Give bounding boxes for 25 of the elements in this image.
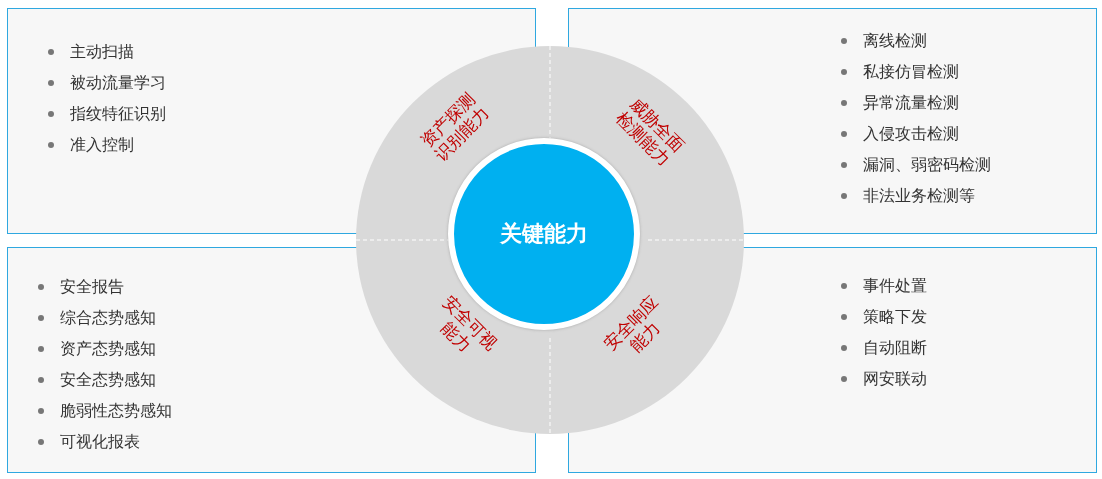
list-item: 安全报告: [38, 277, 172, 297]
capability-label: 资产探测识别能力: [415, 87, 495, 167]
list-item: 指纹特征识别: [48, 104, 166, 124]
capability-label: 安全响应能力: [598, 290, 678, 370]
list-item: 入侵攻击检测: [841, 124, 991, 144]
center-title: 关键能力: [500, 220, 588, 248]
list-item: 主动扫描: [48, 42, 166, 62]
list-item: 被动流量学习: [48, 73, 166, 93]
list-item: 非法业务检测等: [841, 186, 991, 206]
list-item: 脆弱性态势感知: [38, 401, 172, 421]
list-item: 离线检测: [841, 31, 991, 51]
list-item: 漏洞、弱密码检测: [841, 155, 991, 175]
list-item: 综合态势感知: [38, 308, 172, 328]
list-item: 事件处置: [841, 276, 927, 296]
list-item: 自动阻断: [841, 338, 927, 358]
list-item: 私接仿冒检测: [841, 62, 991, 82]
list-item: 策略下发: [841, 307, 927, 327]
list-item: 可视化报表: [38, 432, 172, 452]
capability-label: 安全可视能力: [423, 290, 503, 370]
list-item: 网安联动: [841, 369, 927, 389]
list-item: 安全态势感知: [38, 370, 172, 390]
list-item: 异常流量检测: [841, 93, 991, 113]
list-item: 资产态势感知: [38, 339, 172, 359]
capability-label: 威胁全面检测能力: [610, 92, 690, 172]
list-item: 准入控制: [48, 135, 166, 155]
